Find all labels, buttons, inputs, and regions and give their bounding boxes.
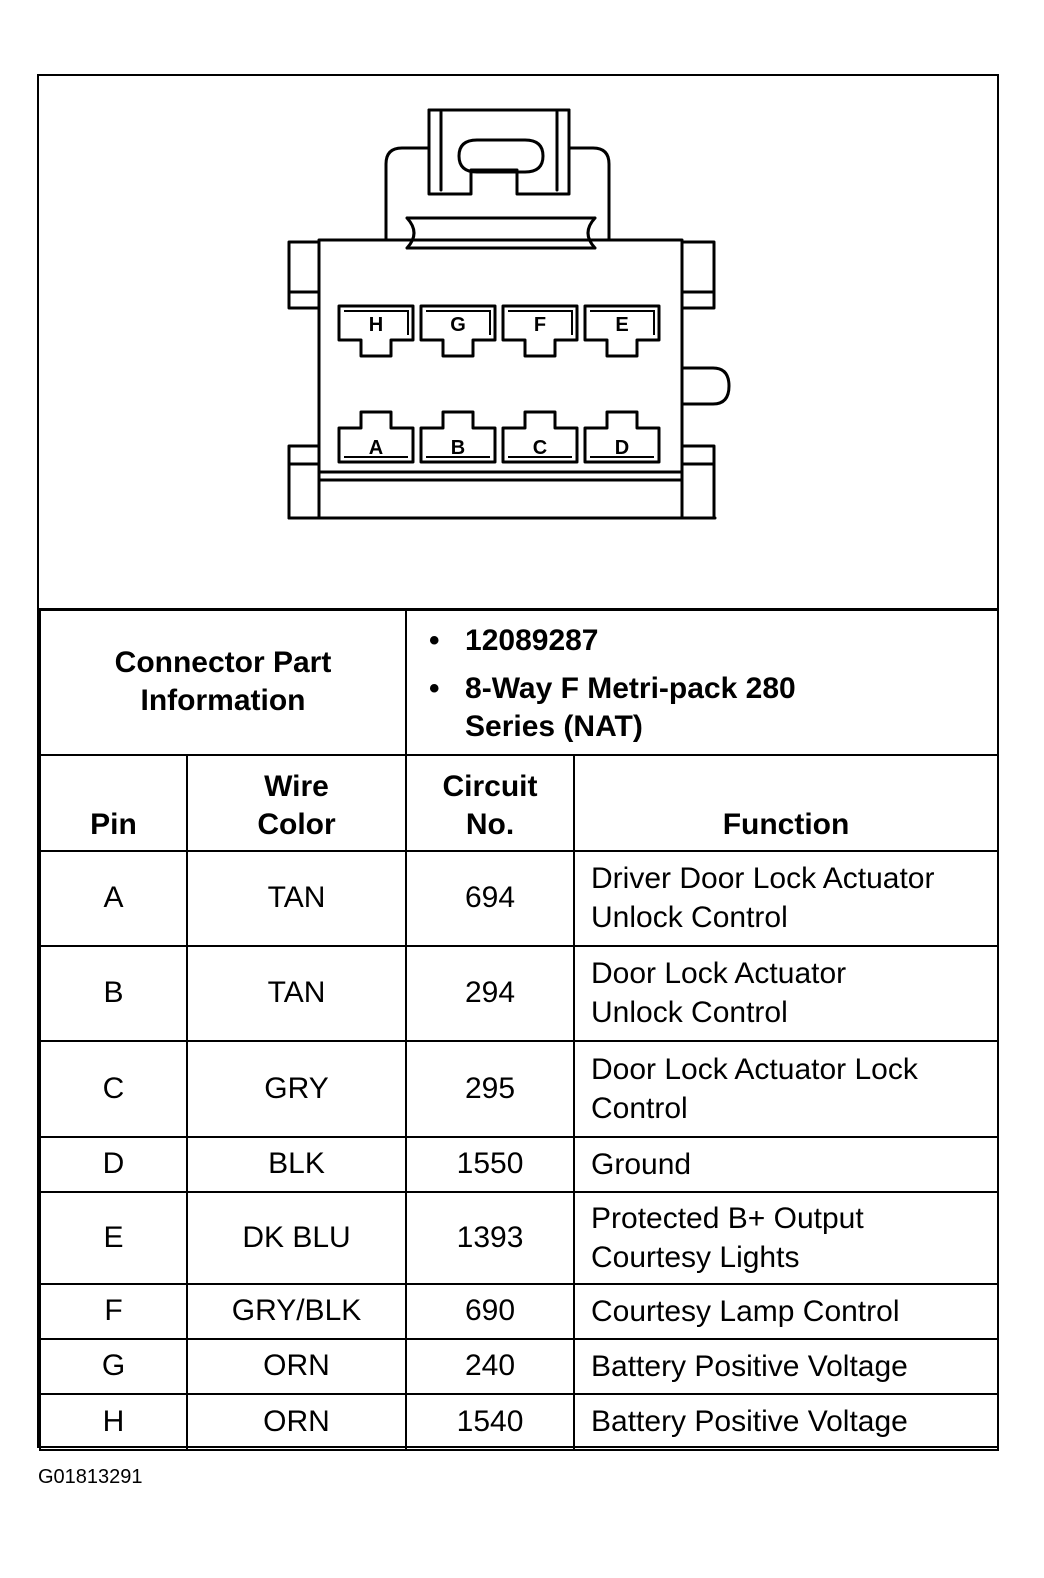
col-header-circuit-no: Circuit No. <box>405 753 576 852</box>
wire-color-header-text: Wire Color <box>257 769 336 841</box>
pin-label: A <box>369 437 383 459</box>
pin-cavity-g: G <box>419 304 497 358</box>
pin-cell: C <box>39 1039 188 1138</box>
left-rail-top <box>287 240 321 310</box>
pin-label: B <box>451 437 465 459</box>
pin-cavity-e: E <box>583 304 661 358</box>
part-number-item: • 12089287 <box>429 622 997 660</box>
pin-cavity-c: C <box>501 410 579 464</box>
pin-cavity-h: H <box>337 304 415 358</box>
connector-type: 8-Way F Metri-pack 280 Series (NAT) <box>465 672 796 744</box>
pin-label: E <box>615 314 628 336</box>
left-rail-bottom <box>287 444 321 520</box>
wire-color-cell: GRY <box>185 1039 408 1138</box>
function-cell: Door Lock Actuator Lock Control <box>573 1039 1000 1138</box>
table-row: F GRY/BLK 690 Courtesy Lamp Control <box>39 1282 1000 1340</box>
connector-diagram: H G F E A B C D <box>39 76 997 610</box>
pin-cell: B <box>39 944 188 1042</box>
table-row: E DK BLU 1393 Protected B+ Output Courte… <box>39 1190 1000 1285</box>
figure-code: G01813291 <box>38 1466 143 1488</box>
wire-color-cell: GRY/BLK <box>185 1282 408 1340</box>
pin-label: C <box>533 437 547 459</box>
table-row: C GRY 295 Door Lock Actuator Lock Contro… <box>39 1039 1000 1138</box>
circuit-no-cell: 1540 <box>405 1392 576 1451</box>
wire-color-cell: ORN <box>185 1337 408 1395</box>
pin-label: G <box>450 314 466 336</box>
pin-label: H <box>369 314 383 336</box>
pin-cell: F <box>39 1282 188 1340</box>
right-rail-top <box>680 240 716 310</box>
bullet-icon: • <box>429 624 440 658</box>
pin-cavity-f: F <box>501 304 579 358</box>
table-row: G ORN 240 Battery Positive Voltage <box>39 1337 1000 1395</box>
pin-cell: A <box>39 849 188 947</box>
lock-tab-inner <box>427 108 571 196</box>
pin-cavity-a: A <box>337 410 415 464</box>
right-rail-bottom <box>680 444 716 520</box>
function-cell: Driver Door Lock Actuator Unlock Control <box>573 849 1000 947</box>
pin-cell: E <box>39 1190 188 1285</box>
pin-cell: G <box>39 1337 188 1395</box>
pin-label: F <box>534 314 546 336</box>
connector-drawing: H G F E A B C D <box>287 108 731 520</box>
part-info-label: Connector Part Information <box>38 608 408 756</box>
wire-color-cell: ORN <box>185 1392 408 1451</box>
function-cell: Courtesy Lamp Control <box>573 1282 1000 1340</box>
pin-cavity-d: D <box>583 410 661 464</box>
part-number: 12089287 <box>465 624 599 658</box>
wire-color-cell: TAN <box>185 849 408 947</box>
col-header-function: Function <box>573 753 1000 852</box>
side-bump <box>680 366 731 406</box>
col-header-wire-color: Wire Color <box>185 753 408 852</box>
column-header-row: Pin Wire Color Circuit No. Function <box>39 753 1000 852</box>
table-row: D BLK 1550 Ground <box>39 1135 1000 1193</box>
function-cell: Protected B+ Output Courtesy Lights <box>573 1190 1000 1285</box>
pin-cell: D <box>39 1135 188 1193</box>
wire-color-cell: TAN <box>185 944 408 1042</box>
circuit-no-cell: 295 <box>405 1039 576 1138</box>
part-info-list: • 12089287 • 8-Way F Metri-pack 280 Series… <box>407 612 997 752</box>
function-cell: Door Lock Actuator Unlock Control <box>573 944 1000 1042</box>
circuit-no-cell: 690 <box>405 1282 576 1340</box>
bullet-icon: • <box>429 672 440 706</box>
table-row: H ORN 1540 Battery Positive Voltage <box>39 1392 1000 1451</box>
connector-body <box>317 238 684 474</box>
circuit-no-cell: 240 <box>405 1337 576 1395</box>
col-header-pin: Pin <box>39 753 188 852</box>
pin-cavity-b: B <box>419 410 497 464</box>
function-cell: Ground <box>573 1135 1000 1193</box>
pin-label: D <box>615 437 629 459</box>
pin-table: Connector Part Information • 12089287 • 8-… <box>38 608 1000 1451</box>
lock-tab-housing <box>384 108 611 242</box>
circuit-no-cell: 694 <box>405 849 576 947</box>
connector-type-item: • 8-Way F Metri-pack 280 Series (NAT) <box>429 670 997 746</box>
function-cell: Battery Positive Voltage <box>573 1392 1000 1451</box>
circuit-no-header-text: Circuit No. <box>442 769 538 841</box>
circuit-no-cell: 1393 <box>405 1190 576 1285</box>
function-cell: Battery Positive Voltage <box>573 1337 1000 1395</box>
part-info-row: Connector Part Information • 12089287 • 8-… <box>38 608 1000 756</box>
circuit-no-cell: 294 <box>405 944 576 1042</box>
wire-color-cell: BLK <box>185 1135 408 1193</box>
pin-cavities: H G F E A B C D <box>337 304 661 464</box>
table-row: B TAN 294 Door Lock Actuator Unlock Cont… <box>39 944 1000 1042</box>
pin-cell: H <box>39 1392 188 1451</box>
part-info-details: • 12089287 • 8-Way F Metri-pack 280 Series… <box>405 608 1000 756</box>
wire-color-cell: DK BLU <box>185 1190 408 1285</box>
circuit-no-cell: 1550 <box>405 1135 576 1193</box>
lock-tab-ring <box>457 138 545 174</box>
lock-latch-bar <box>405 216 597 250</box>
table-row: A TAN 694 Driver Door Lock Actuator Unlo… <box>39 849 1000 947</box>
